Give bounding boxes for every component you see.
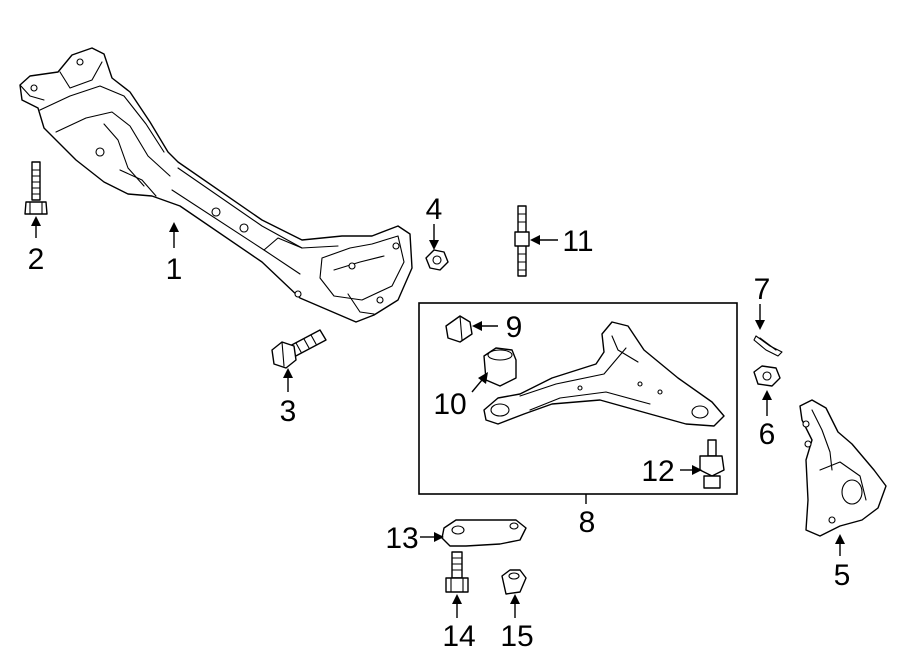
leader-lines [31,216,845,618]
callout-14: 14 [442,620,475,653]
callout-7: 7 [754,273,771,306]
stud-part-11 [514,205,530,277]
callout-6: 6 [759,418,776,451]
control-arm-part [483,321,725,427]
bushing-part-10 [483,347,517,387]
callout-1: 1 [166,253,183,286]
callout-15: 15 [500,620,533,653]
callout-9: 9 [506,311,523,344]
callout-11: 11 [562,225,593,258]
bolt-part-3 [271,329,327,369]
bolt-part-14 [445,551,469,593]
bushing-part-9 [445,315,473,343]
nut-part-6 [753,365,781,387]
nut-part-4 [425,249,449,271]
callout-10: 10 [433,388,466,421]
callout-5: 5 [834,559,851,592]
nut-part-15 [501,569,527,595]
bracket-part-13 [441,519,527,547]
bolt-part-2 [24,161,48,215]
assembly-box-8 [418,302,738,495]
crossmember-part [19,47,413,323]
callout-3: 3 [280,395,297,428]
callout-4: 4 [426,193,443,226]
ball-joint-part-12 [699,439,725,489]
callout-12: 12 [641,455,674,488]
cotter-pin-part-7 [753,335,783,357]
knuckle-part-5 [799,399,887,537]
callout-2: 2 [28,243,45,276]
callout-13: 13 [385,522,418,555]
callout-8: 8 [579,506,596,539]
